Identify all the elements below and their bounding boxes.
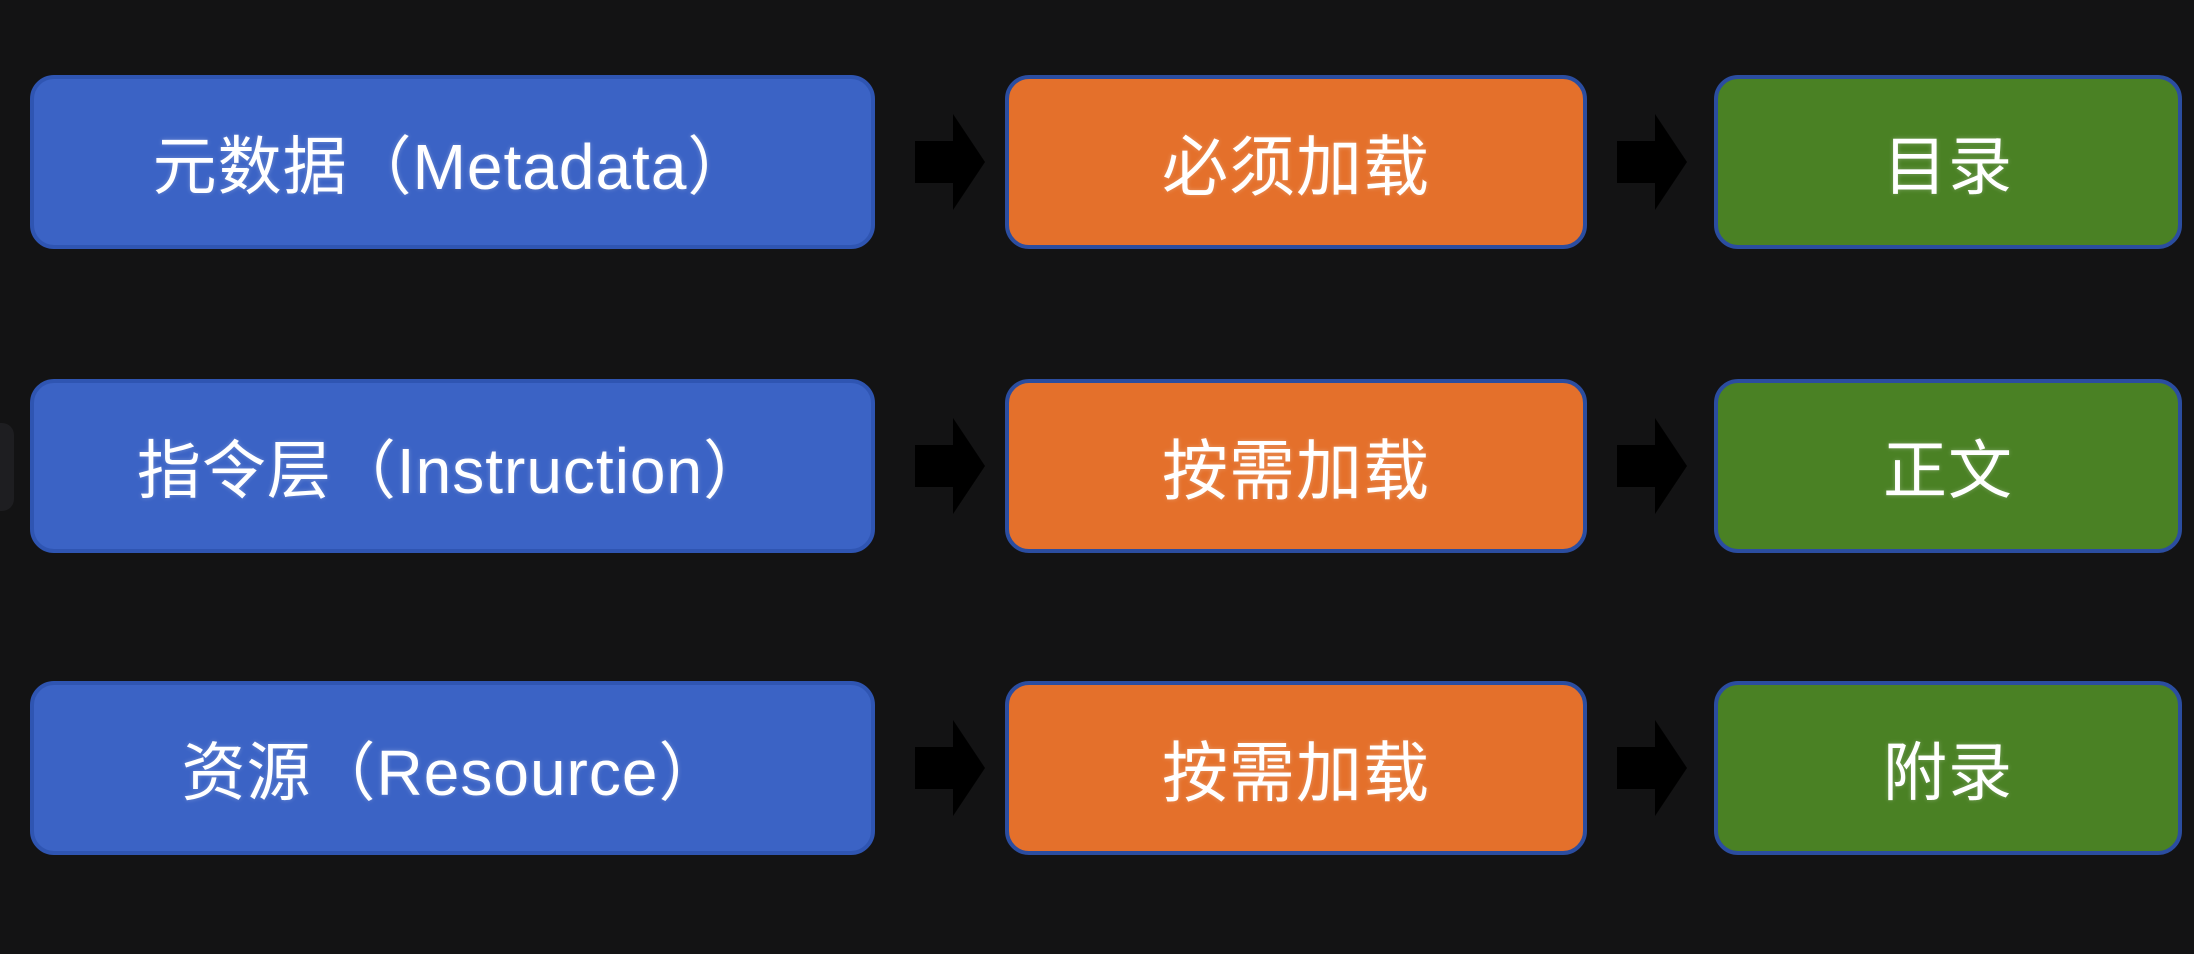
right-arrow-icon [1617, 418, 1687, 514]
layer-box-instruction: 指令层（Instruction） [30, 379, 875, 553]
load-box-must-load: 必须加载 [1005, 75, 1587, 249]
layer-box-resource: 资源（Resource） [30, 681, 875, 855]
load-box-on-demand: 按需加载 [1005, 379, 1587, 553]
right-arrow-icon [915, 418, 985, 514]
right-arrow-icon [915, 114, 985, 210]
clipped-shape-left-edge [0, 423, 14, 511]
section-box-appendix: 附录 [1714, 681, 2182, 855]
layer-box-metadata: 元数据（Metadata） [30, 75, 875, 249]
load-box-on-demand: 按需加载 [1005, 681, 1587, 855]
section-box-toc: 目录 [1714, 75, 2182, 249]
right-arrow-icon [1617, 114, 1687, 210]
right-arrow-icon [915, 720, 985, 816]
right-arrow-icon [1617, 720, 1687, 816]
section-box-body: 正文 [1714, 379, 2182, 553]
